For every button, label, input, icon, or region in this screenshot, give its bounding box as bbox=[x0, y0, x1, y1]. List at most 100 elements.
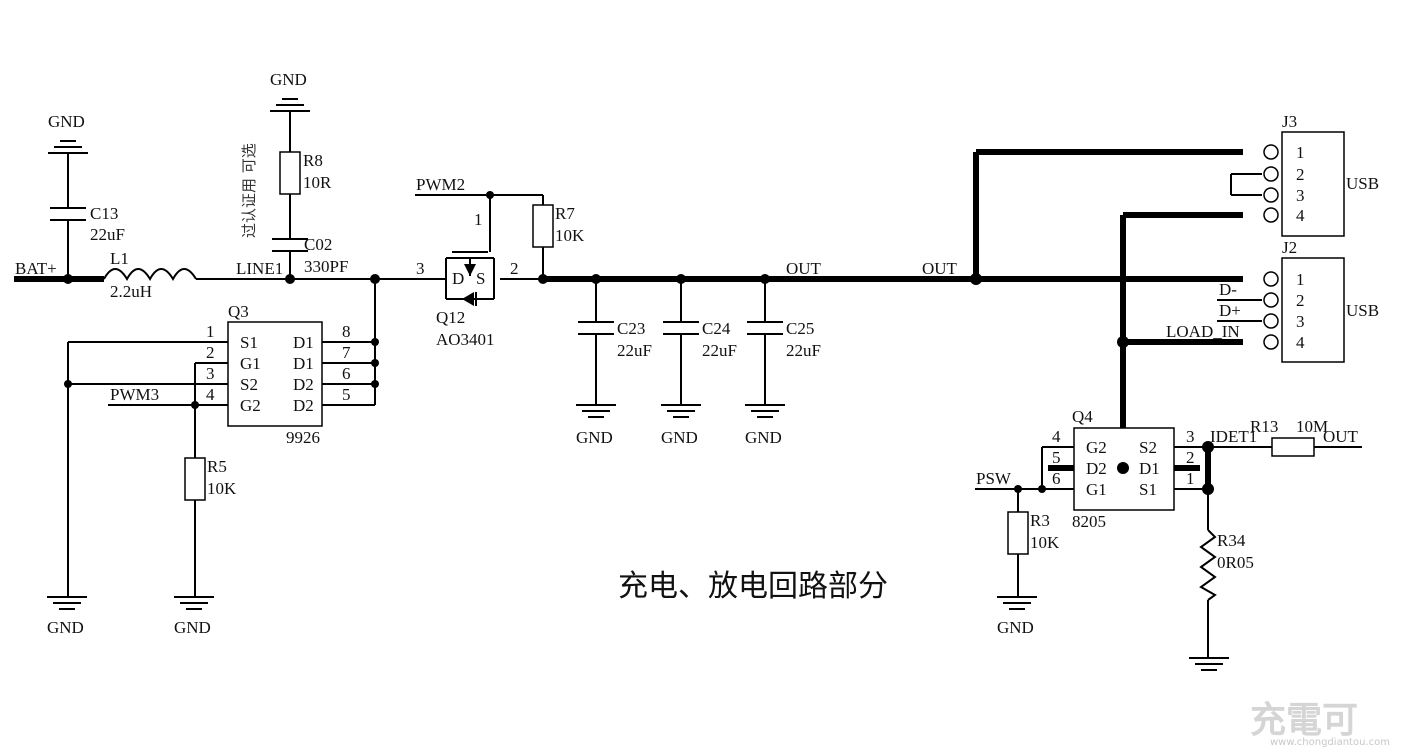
gnd-label-c24: GND bbox=[661, 428, 698, 447]
capacitor-c24 bbox=[663, 321, 699, 335]
net-label-out-2: OUT bbox=[922, 259, 958, 278]
r8-value: 10R bbox=[303, 173, 332, 192]
q3-pin7-name: D1 bbox=[293, 354, 314, 373]
q4-pin5-num: 5 bbox=[1052, 448, 1061, 467]
j3-ref: J3 bbox=[1282, 112, 1297, 131]
net-label-line1: LINE1 bbox=[236, 259, 283, 278]
mosfet-q12 bbox=[445, 251, 495, 306]
net-label-pwm2: PWM2 bbox=[416, 175, 465, 194]
q12-value: AO3401 bbox=[436, 330, 495, 349]
r3-value: 10K bbox=[1030, 533, 1060, 552]
net-label-psw: PSW bbox=[976, 469, 1012, 488]
junction-dots bbox=[63, 191, 1214, 495]
q4-pin6-name: G1 bbox=[1086, 480, 1107, 499]
q3-pin7-num: 7 bbox=[342, 343, 351, 362]
net-label-dminus: D- bbox=[1219, 280, 1237, 299]
q3-ref: Q3 bbox=[228, 302, 249, 321]
q4-pin1-num: 1 bbox=[1186, 469, 1195, 488]
q3-pin6-name: D2 bbox=[293, 375, 314, 394]
r13-value: 10M bbox=[1296, 417, 1328, 436]
c13-ref: C13 bbox=[90, 204, 118, 223]
ic-q3-body bbox=[227, 321, 323, 427]
connector-j3 bbox=[1263, 131, 1345, 237]
q12-pin-s: S bbox=[476, 269, 485, 288]
resistor-r5 bbox=[184, 457, 206, 501]
q4-value: 8205 bbox=[1072, 512, 1106, 531]
gnd-symbol-q3 bbox=[47, 596, 87, 610]
gnd-label-c13: GND bbox=[48, 112, 85, 131]
q3-pin2-name: G1 bbox=[240, 354, 261, 373]
j3-pin1: 1 bbox=[1296, 143, 1305, 162]
q4-pin4-name: G2 bbox=[1086, 438, 1107, 457]
c02-ref: C02 bbox=[304, 235, 332, 254]
net-label-load-in: LOAD_IN bbox=[1166, 322, 1240, 341]
gnd-symbol-r8 bbox=[270, 98, 310, 112]
j2-pin1: 1 bbox=[1296, 270, 1305, 289]
gnd-label-c25: GND bbox=[745, 428, 782, 447]
resistor-r34 bbox=[1199, 529, 1217, 601]
q3-pin3-num: 3 bbox=[206, 364, 215, 383]
net-label-bat: BAT+ bbox=[15, 259, 57, 278]
q4-ref: Q4 bbox=[1072, 407, 1093, 426]
q4-pin1-name: S1 bbox=[1139, 480, 1157, 499]
gnd-label-r8: GND bbox=[270, 70, 307, 89]
q12-ref: Q12 bbox=[436, 308, 465, 327]
c24-value: 22uF bbox=[702, 341, 737, 360]
q3-pin1-num: 1 bbox=[206, 322, 215, 341]
r5-ref: R5 bbox=[207, 457, 227, 476]
capacitor-c02 bbox=[272, 238, 308, 252]
gnd-symbol-r3 bbox=[997, 596, 1037, 610]
gnd-symbol-c25 bbox=[745, 404, 785, 418]
q12-pin3: 3 bbox=[416, 259, 425, 278]
watermark-logo: 充電可 bbox=[1250, 700, 1358, 741]
q3-pin4-num: 4 bbox=[206, 385, 215, 404]
note-certification: 过认证用 可选 bbox=[240, 143, 258, 238]
j2-value: USB bbox=[1346, 301, 1379, 320]
resistor-r3 bbox=[1007, 511, 1029, 555]
r3-ref: R3 bbox=[1030, 511, 1050, 530]
gnd-symbol-r34 bbox=[1189, 657, 1229, 671]
q4-pin6-num: 6 bbox=[1052, 469, 1061, 488]
gnd-symbol-c13 bbox=[48, 140, 88, 154]
r34-ref: R34 bbox=[1217, 531, 1246, 550]
c23-value: 22uF bbox=[617, 341, 652, 360]
net-label-idet1: IDET1 bbox=[1210, 427, 1257, 446]
gnd-symbol-c24 bbox=[661, 404, 701, 418]
c25-ref: C25 bbox=[786, 319, 814, 338]
r7-value: 10K bbox=[555, 226, 585, 245]
c13-value: 22uF bbox=[90, 225, 125, 244]
j3-pin2: 2 bbox=[1296, 165, 1305, 184]
j3-pin4: 4 bbox=[1296, 206, 1305, 225]
q3-pin8-num: 8 bbox=[342, 322, 351, 341]
c24-ref: C24 bbox=[702, 319, 731, 338]
q3-pin1-name: S1 bbox=[240, 333, 258, 352]
resistor-r7 bbox=[532, 204, 554, 248]
c02-value: 330PF bbox=[304, 257, 348, 276]
q3-pin3-name: S2 bbox=[240, 375, 258, 394]
l1-value: 2.2uH bbox=[110, 282, 152, 301]
gnd-label-r5: GND bbox=[174, 618, 211, 637]
q3-pin4-name: G2 bbox=[240, 396, 261, 415]
watermark-url: www.chongdiantou.com bbox=[1270, 737, 1390, 748]
r5-value: 10K bbox=[207, 479, 237, 498]
q4-pin2-num: 2 bbox=[1186, 448, 1195, 467]
q3-pin5-name: D2 bbox=[293, 396, 314, 415]
net-label-out-1: OUT bbox=[786, 259, 822, 278]
resistor-r8 bbox=[279, 151, 301, 195]
connector-j2 bbox=[1263, 257, 1345, 363]
q3-pin2-num: 2 bbox=[206, 343, 215, 362]
q12-pin1: 1 bbox=[474, 210, 483, 229]
j2-pin2: 2 bbox=[1296, 291, 1305, 310]
j2-pin4: 4 bbox=[1296, 333, 1305, 352]
diagram-title: 充电、放电回路部分 bbox=[618, 569, 888, 604]
q4-pin2-name: D1 bbox=[1139, 459, 1160, 478]
wires bbox=[67, 111, 1362, 658]
gnd-label-q3: GND bbox=[47, 618, 84, 637]
capacitor-c23 bbox=[578, 321, 614, 335]
net-label-pwm3: PWM3 bbox=[110, 385, 159, 404]
resistor-r13 bbox=[1271, 437, 1315, 457]
j2-ref: J2 bbox=[1282, 238, 1297, 257]
inductor-l1 bbox=[103, 268, 197, 282]
gnd-symbol-c23 bbox=[576, 404, 616, 418]
